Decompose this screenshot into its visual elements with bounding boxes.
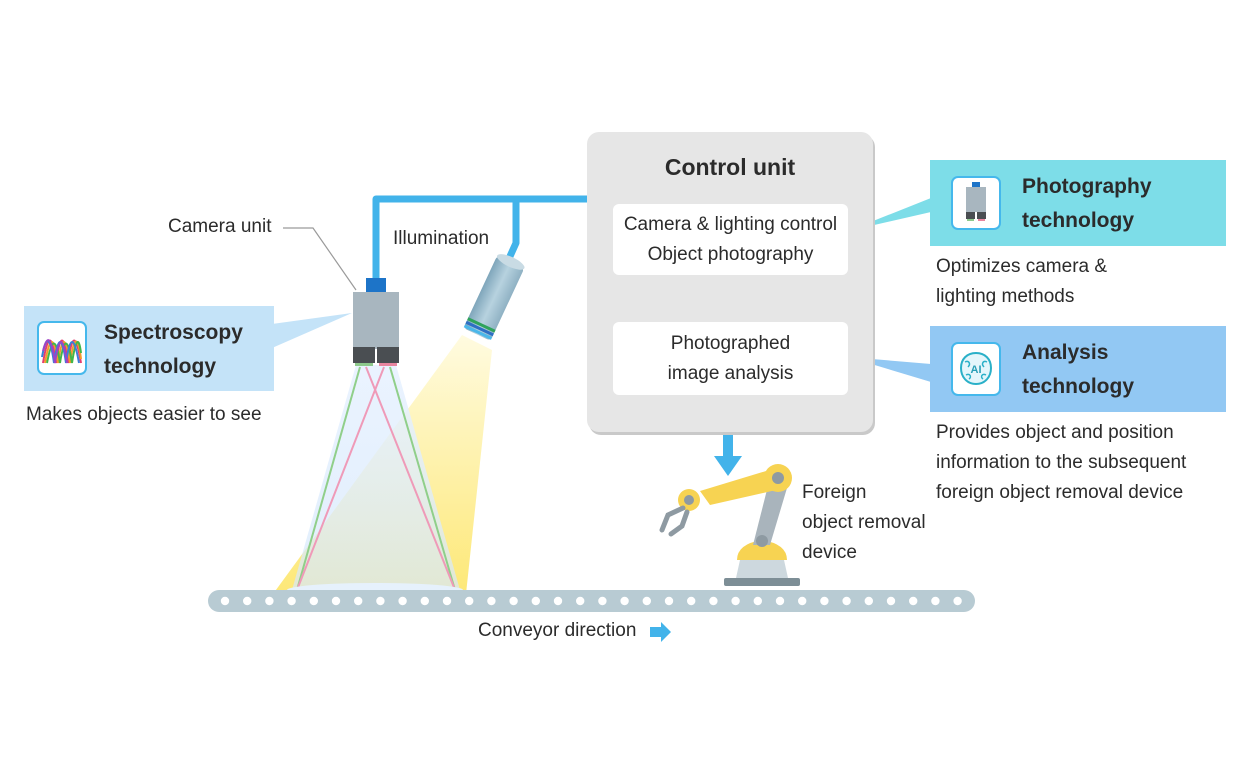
camera-rays <box>296 366 456 591</box>
conveyor-roller <box>953 596 962 606</box>
conveyor-roller <box>687 596 696 606</box>
spectrum-wave-icon <box>37 321 87 375</box>
conveyor-roller <box>642 596 651 606</box>
analysis-description-line1: Provides object and position <box>936 422 1174 443</box>
analysis-description-line2: information to the subsequent <box>936 452 1187 473</box>
box2-line2: image analysis <box>667 362 794 384</box>
conveyor-roller <box>376 596 385 606</box>
conveyor-roller <box>820 596 829 606</box>
illumination-lamp <box>463 254 525 340</box>
spectroscopy-panel: Spectroscopy technology <box>24 306 274 391</box>
conveyor-roller <box>709 596 718 606</box>
ai-brain-icon: AI <box>951 342 1001 396</box>
conveyor-roller <box>598 596 607 606</box>
illumination-label: Illumination <box>393 228 490 249</box>
conveyor-roller <box>798 596 807 606</box>
camera-unit-label: Camera unit <box>168 216 272 237</box>
conveyor-belt <box>208 590 975 612</box>
camera-view-cone <box>292 365 460 590</box>
conveyor-roller <box>731 596 740 606</box>
ai-icon-text: AI <box>971 364 982 376</box>
box1-line1: Camera & lighting control <box>623 213 838 235</box>
camera-icon <box>951 176 1001 230</box>
conveyor-roller <box>398 596 407 606</box>
foreign-device-label-line1: Foreign <box>802 482 867 503</box>
photography-title-line1: Photography <box>1022 175 1152 198</box>
robot-arm <box>659 464 800 586</box>
conveyor-roller <box>553 596 563 606</box>
photography-description-line1: Optimizes camera & <box>936 256 1108 277</box>
conveyor-roller <box>664 596 674 606</box>
conveyor-roller <box>265 596 274 606</box>
analysis-description-line3: foreign object removal device <box>936 482 1184 503</box>
foreign-device-label-line3: device <box>802 542 857 563</box>
conveyor-roller <box>331 596 341 606</box>
conveyor-roller <box>309 596 318 606</box>
control-unit-title: Control unit <box>664 154 796 180</box>
conveyor-roller <box>287 596 296 606</box>
foreign-device-label-line2: object removal <box>802 512 926 533</box>
camera-unit <box>353 278 399 366</box>
image-analysis-box: Photographed image analysis <box>613 322 848 395</box>
camera-lighting-control-box: Camera & lighting control Object photogr… <box>613 204 848 275</box>
conveyor-roller <box>531 596 540 606</box>
conveyor-roller <box>420 596 429 606</box>
spectroscopy-description: Makes objects easier to see <box>26 404 262 425</box>
box2-line1: Photographed <box>670 332 791 354</box>
photography-title-line2: technology <box>1022 209 1135 232</box>
photography-panel: Photography technology <box>930 160 1226 246</box>
spectroscopy-title-line2: technology <box>104 355 217 378</box>
camera-leader-line <box>283 227 357 291</box>
analysis-title-line1: Analysis <box>1022 341 1109 364</box>
conveyor-roller <box>886 596 896 606</box>
conveyor-roller <box>842 596 851 606</box>
analysis-title-line2: technology <box>1022 375 1135 398</box>
conveyor-roller <box>864 596 873 606</box>
conveyor-roller <box>354 596 363 606</box>
conveyor-roller <box>442 596 452 606</box>
photography-description-line2: lighting methods <box>936 286 1075 307</box>
spectroscopy-pointer <box>272 313 352 348</box>
conveyor-roller <box>220 596 230 606</box>
conveyor-roller <box>487 596 496 606</box>
box1-line2: Object photography <box>647 243 814 265</box>
analysis-panel: AI Analysis technology <box>930 326 1226 412</box>
conveyor-roller <box>465 596 474 606</box>
conveyor-roller <box>509 596 518 606</box>
conveyor-roller <box>931 596 940 606</box>
conveyor-roller <box>576 596 585 606</box>
conveyor-roller <box>753 596 762 606</box>
conveyor-roller <box>909 596 918 606</box>
spectroscopy-title-line1: Spectroscopy <box>104 321 243 344</box>
conveyor-roller <box>775 596 785 606</box>
conveyor-direction-arrow <box>650 622 671 642</box>
conveyor-roller <box>243 596 252 606</box>
conveyor-roller <box>620 596 629 606</box>
conveyor-direction-label: Conveyor direction <box>478 620 637 641</box>
